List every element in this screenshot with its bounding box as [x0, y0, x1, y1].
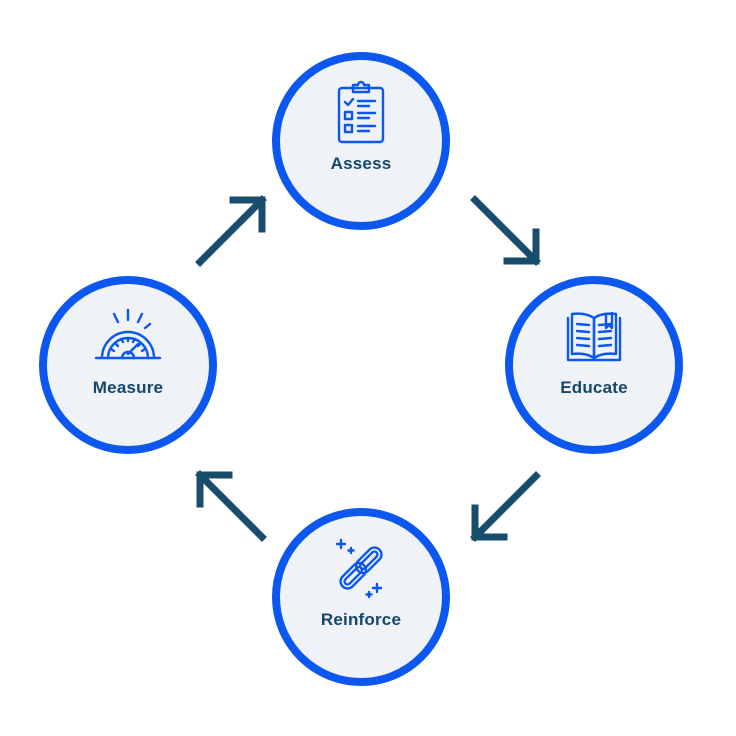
node-measure: Measure	[39, 276, 217, 454]
node-label: Measure	[92, 377, 164, 397]
node-label: Assess	[330, 153, 392, 173]
arrow-reinforce-to-measure	[195, 470, 267, 542]
node-educate: Educate	[505, 276, 683, 454]
node-assess: Assess	[272, 52, 450, 230]
node-label: Educate	[560, 377, 628, 397]
arrow-educate-to-reinforce	[470, 471, 541, 542]
open-book-icon	[566, 311, 622, 362]
chain-link-icon	[335, 538, 383, 599]
node-reinforce: Reinforce	[272, 508, 450, 686]
arrow-measure-to-assess	[195, 195, 267, 267]
node-label: Reinforce	[320, 609, 402, 629]
arrow-assess-to-educate	[470, 195, 541, 266]
speedometer-icon	[94, 308, 162, 360]
clipboard-checklist-icon	[337, 80, 385, 144]
